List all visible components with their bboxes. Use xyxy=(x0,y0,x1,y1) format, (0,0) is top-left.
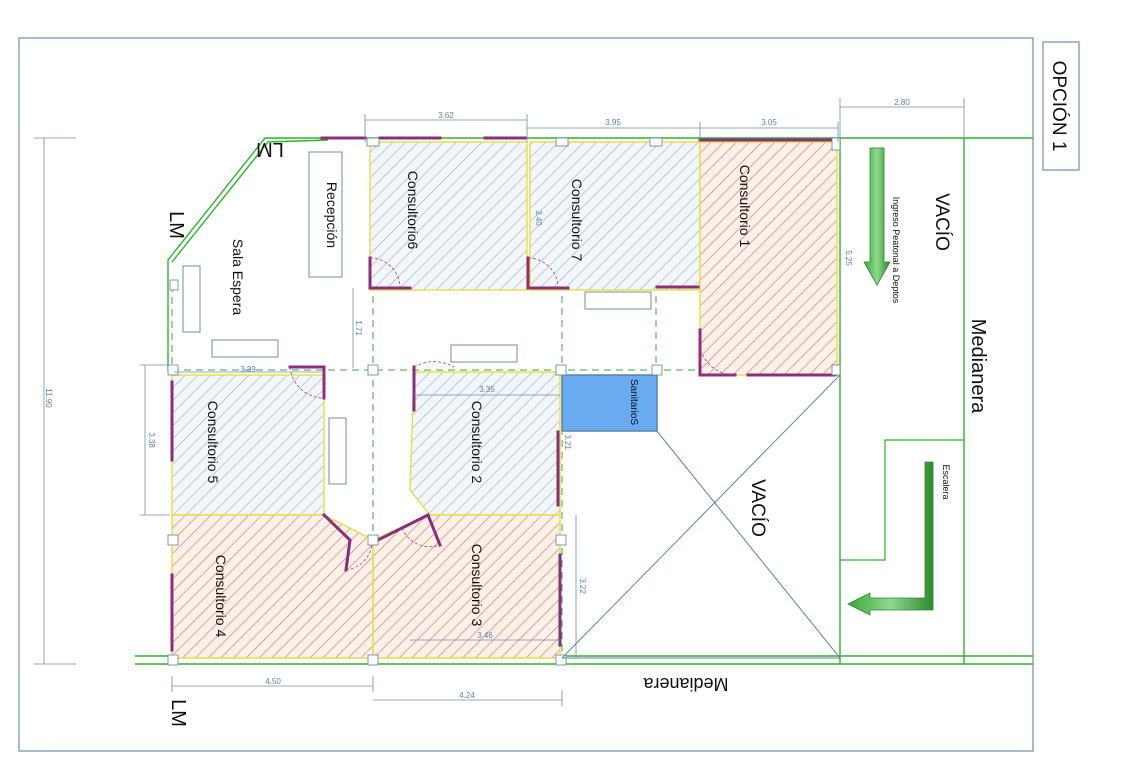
dim-321: 3.21 xyxy=(563,434,572,450)
label-consultorio7: Consultorio 7 xyxy=(569,179,585,262)
label-sala-espera: Sala Espera xyxy=(230,239,246,315)
title-box: OPCIÓN 1 xyxy=(1042,41,1080,171)
dimension-values: 3.62 3.95 3.05 2.80 11.90 5.25 3.40 1.71… xyxy=(44,98,910,700)
title-text: OPCIÓN 1 xyxy=(1048,61,1070,152)
escalera-arrow-icon xyxy=(847,461,934,616)
label-consultorio3: Consultorio 3 xyxy=(469,544,485,627)
dim-525: 5.25 xyxy=(844,250,853,266)
label-lm-left: LM xyxy=(165,211,187,239)
dim-335: 3.35 xyxy=(479,385,495,394)
dim-340: 3.40 xyxy=(534,210,543,226)
label-ingreso: Ingreso Peatonal a Deptos xyxy=(891,197,901,304)
dim-305: 3.05 xyxy=(761,118,777,127)
room-labels: LM LM LM Recepción Sala Espera Consultor… xyxy=(165,138,989,727)
label-escalera: Escalera xyxy=(941,464,951,499)
dim-362: 3.62 xyxy=(438,111,454,120)
label-medianera-right: Medianera xyxy=(967,319,989,414)
room-sanitarios[interactable] xyxy=(561,374,658,432)
label-medianera-bottom: Medianera xyxy=(642,674,728,694)
hall-bench-3 xyxy=(328,417,347,485)
room-consultorio4[interactable] xyxy=(171,514,374,659)
dim-450: 4.50 xyxy=(265,677,281,686)
label-lm-bottom: LM xyxy=(167,699,189,727)
dim-280: 2.80 xyxy=(894,98,910,107)
rooms xyxy=(171,141,838,659)
hall-bench-1 xyxy=(450,344,518,363)
room-consultorio3[interactable] xyxy=(372,514,561,659)
dim-322: 3.22 xyxy=(578,578,587,594)
label-recepcion: Recepción xyxy=(324,182,340,248)
waiting-bench-1 xyxy=(182,265,201,333)
stair-outline xyxy=(840,439,964,561)
dimension-lines xyxy=(34,98,965,706)
room-consultorio1[interactable] xyxy=(699,141,838,376)
walls xyxy=(170,136,837,652)
dim-346: 3.46 xyxy=(477,631,493,640)
ingreso-arrow-icon xyxy=(863,147,891,286)
dim-1190: 11.90 xyxy=(44,388,53,408)
label-consultorio4: Consultorio 4 xyxy=(213,555,229,638)
dim-395: 3.95 xyxy=(605,118,621,127)
label-consultorio6: Consultorio6 xyxy=(405,171,421,250)
waiting-bench-2 xyxy=(211,339,279,358)
hall-bench-2 xyxy=(584,291,652,310)
reception-desk xyxy=(308,151,343,278)
room-consultorio7[interactable] xyxy=(529,141,701,291)
room-consultorio5[interactable] xyxy=(171,374,325,516)
dim-171: 1.71 xyxy=(354,320,363,336)
label-vacio-top: VACÍO xyxy=(931,193,952,251)
label-vacio-mid: VACÍO xyxy=(747,479,768,537)
label-sanitarios: SanitarioS xyxy=(628,379,639,425)
drawing-frame xyxy=(18,37,1034,752)
furniture xyxy=(182,151,652,485)
label-lm-top: LM xyxy=(256,138,284,160)
label-consultorio2: Consultorio 2 xyxy=(469,401,485,484)
dim-338: 3.38 xyxy=(147,432,156,448)
columns xyxy=(167,137,841,666)
dim-424: 4.24 xyxy=(459,691,475,700)
dim-339: 3.39 xyxy=(240,365,256,374)
label-consultorio5: Consultorio 5 xyxy=(205,401,221,484)
void-area xyxy=(561,374,841,659)
label-consultorio1: Consultorio 1 xyxy=(737,165,753,248)
room-consultorio6[interactable] xyxy=(369,141,528,291)
